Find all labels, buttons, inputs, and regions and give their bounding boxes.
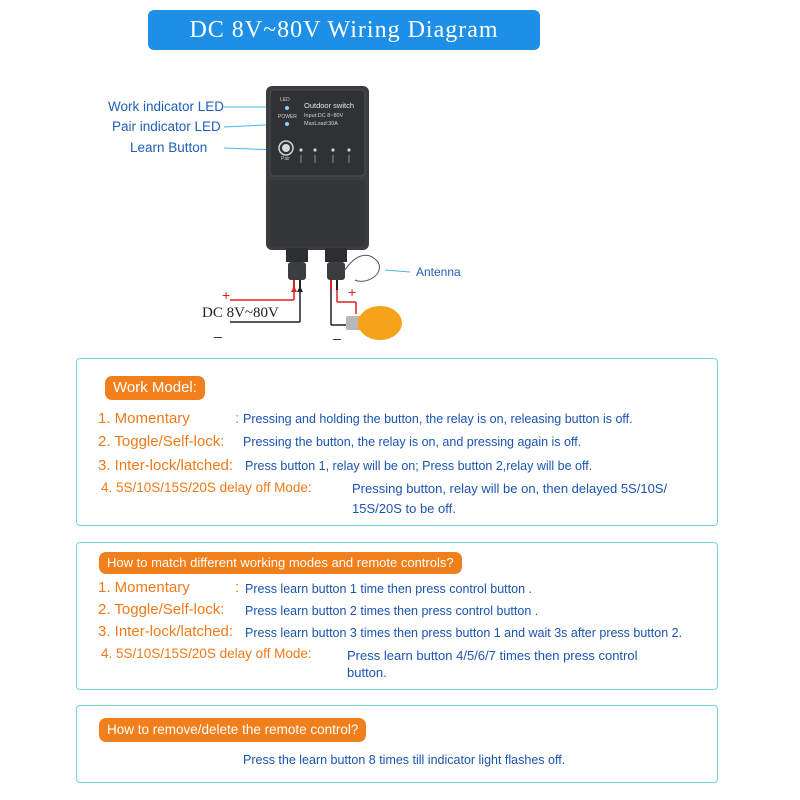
match-item-4-desc2: button.: [347, 665, 387, 680]
load-minus: _: [333, 324, 341, 340]
work-led: [285, 106, 289, 110]
work-model-header: Work Model:: [105, 376, 205, 400]
remove-header: How to remove/delete the remote control?: [99, 718, 367, 742]
device-led-label: LED: [280, 97, 290, 103]
device-name: Outdoor switch: [304, 101, 355, 110]
work-led-label: Work indicator LED: [108, 99, 225, 114]
power-label: DC 8V~80V: [202, 305, 279, 321]
learn-button: [282, 144, 290, 152]
device-pair-label: Pair: [281, 156, 290, 162]
wm-item-4-desc2: 15S/20S to be off.: [352, 501, 456, 516]
wm-item-1-name: 1. Momentary: [98, 410, 190, 427]
wm-item-4-name: 4. 5S/10S/15S/20S delay off Mode:: [101, 480, 312, 495]
match-item-3-name: 3. Inter-lock/latched:: [98, 623, 234, 640]
antenna-wire: [344, 254, 380, 282]
learn-button-label: Learn Button: [130, 140, 208, 155]
remove-panel: How to remove/delete the remote control?…: [76, 705, 718, 783]
match-item-2-name: 2. Toggle/Self-lock:: [98, 601, 225, 618]
match-item-4-name: 4. 5S/10S/15S/20S delay off Mode:: [101, 646, 312, 661]
device-maxload: MaxLoad:30A: [304, 121, 338, 127]
wm-item-1-sep: :: [235, 410, 240, 427]
power-plus: +: [222, 287, 231, 303]
match-item-1-name: 1. Momentary: [98, 579, 190, 596]
match-item-1-sep: :: [235, 579, 240, 596]
pair-led-label: Pair indicator LED: [112, 119, 221, 134]
pair-led: [285, 122, 289, 126]
wm-item-2-name: 2. Toggle/Self-lock:: [98, 433, 225, 450]
match-panel: How to match different working modes and…: [76, 542, 718, 690]
switch-top-panel: [269, 89, 366, 177]
match-item-1-desc: Press learn button 1 time then press con…: [245, 582, 532, 596]
device-input: Input:DC 8~80V: [304, 113, 344, 119]
match-item-4-desc: Press learn button 4/5/6/7 times then pr…: [347, 648, 638, 663]
wm-item-1-desc: Pressing and holding the button, the rel…: [243, 412, 633, 426]
switch-lower-panel: [270, 180, 365, 246]
wm-item-4-desc: Pressing button, relay will be on, then …: [352, 481, 668, 496]
power-minus: _: [214, 322, 222, 338]
match-header: How to match different working modes and…: [99, 552, 462, 574]
load-plus: +: [348, 284, 357, 300]
remove-text: Press the learn button 8 times till indi…: [243, 753, 566, 767]
match-item-3-desc: Press learn button 3 times then press bu…: [245, 626, 683, 640]
gland-right: [325, 248, 347, 262]
wm-item-2-desc: Pressing the button, the relay is on, an…: [243, 435, 582, 449]
wiring-diagram: [223, 86, 411, 340]
bulb-icon: [346, 306, 402, 340]
match-item-2-desc: Press learn button 2 times then press co…: [245, 604, 539, 618]
wm-item-3-desc: Press button 1, relay will be on; Press …: [245, 459, 593, 473]
wm-item-3-name: 3. Inter-lock/latched:: [98, 457, 234, 474]
antenna-callout-line: [384, 269, 411, 273]
diagram-title: DC 8V~80V Wiring Diagram: [148, 10, 540, 50]
antenna-label: Antenna: [416, 265, 461, 279]
work-model-panel: Work Model: 1. Momentary : Pressing and …: [76, 358, 718, 526]
device-power-label: POWER: [278, 114, 297, 120]
gland-left: [286, 248, 308, 262]
learn-button-ring: [278, 140, 294, 156]
